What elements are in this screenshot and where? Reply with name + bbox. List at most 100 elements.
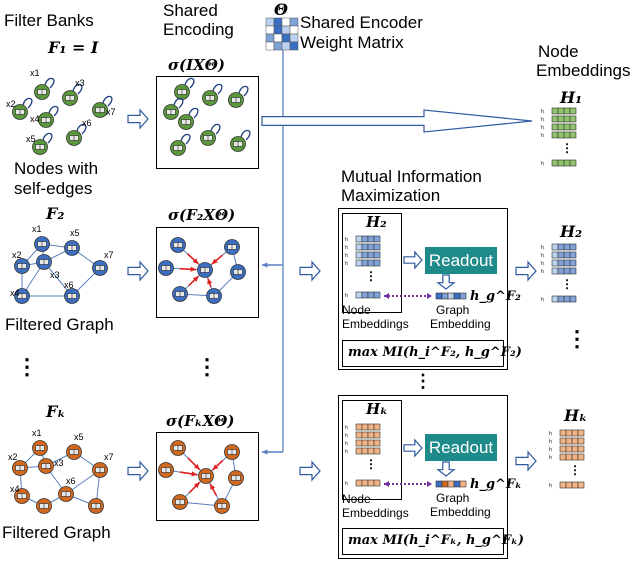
embedding-dots: ⋮ xyxy=(365,457,377,471)
mi-arrowhead xyxy=(427,481,432,487)
blue-node xyxy=(172,286,188,302)
green-node xyxy=(170,140,186,156)
embedding-cell xyxy=(441,480,449,488)
message-arrowhead xyxy=(193,463,200,470)
embedding-cell xyxy=(361,235,369,243)
embedding-cell xyxy=(367,479,375,487)
embedding-row-label: h xyxy=(549,447,552,453)
weight-cell xyxy=(281,17,291,27)
blue-node xyxy=(64,240,80,256)
embedding-cell xyxy=(569,115,577,123)
embedding-cell xyxy=(361,251,369,259)
embedding-cell xyxy=(577,481,585,489)
embedding-cell xyxy=(361,291,369,299)
message-arrowhead xyxy=(262,262,268,268)
embedding-cell xyxy=(569,123,577,131)
node-emb-caption-2-line2: Embeddings xyxy=(342,317,409,331)
message-arrowhead xyxy=(192,276,199,282)
weight-cell xyxy=(281,33,291,43)
embedding-cell xyxy=(563,243,571,251)
self-edge xyxy=(238,85,249,97)
embedding-cell xyxy=(569,243,577,251)
embedding-cell xyxy=(459,480,467,488)
embedding-cell xyxy=(577,437,585,445)
embedding-cell xyxy=(563,107,571,115)
node-label-x2: x2 xyxy=(6,99,16,109)
node-label-x7: x7 xyxy=(104,250,114,260)
emb-to-readout-arrow-2 xyxy=(403,250,423,270)
orange-node xyxy=(32,440,48,456)
graph-emb-caption-2-line1: Graph xyxy=(436,303,470,317)
nodes-caption-line1: Nodes with xyxy=(14,159,99,178)
self-edge xyxy=(76,123,87,135)
orange-node xyxy=(228,470,244,486)
orange-node xyxy=(14,488,30,504)
embedding-cell xyxy=(447,292,455,300)
orange-node xyxy=(58,486,74,502)
encoding1-to-h1-arrow xyxy=(261,109,533,133)
blue-node xyxy=(158,260,174,276)
filter-banks-header: Filter Banks xyxy=(4,11,94,30)
embedding-cell xyxy=(367,243,375,251)
mim-h2-label: H₂ xyxy=(366,213,387,231)
mim-hk-label: Hₖ xyxy=(366,400,389,418)
embedding-row-label: h xyxy=(549,431,552,437)
green-node xyxy=(202,90,218,106)
embedding-cell xyxy=(557,267,565,275)
node-label-x6: x6 xyxy=(82,118,92,128)
green-node xyxy=(200,130,216,146)
message-arrowhead xyxy=(192,258,199,264)
embedding-cell xyxy=(447,480,455,488)
green-node xyxy=(228,92,244,108)
green-node xyxy=(38,112,54,128)
embedding-cell xyxy=(373,431,381,439)
filter-f1-label: F₁ = I xyxy=(48,38,99,57)
self-edge xyxy=(102,95,113,107)
embedding-cell xyxy=(577,429,585,437)
self-edge xyxy=(44,77,55,89)
encoding-box-k xyxy=(156,432,259,521)
blue-node xyxy=(206,288,222,304)
weight-cell xyxy=(281,25,291,35)
weight-cell xyxy=(273,17,283,27)
embedding-row-label: h xyxy=(345,293,348,299)
output-h1-label: H₁ xyxy=(560,88,583,107)
blue-node xyxy=(36,254,52,270)
message-arrowhead xyxy=(193,482,200,489)
green-node xyxy=(92,102,108,118)
mi-objective-2: max MI(h_i^F₂, h_g^F₂) xyxy=(348,345,522,360)
embedding-cell xyxy=(373,251,381,259)
filter-to-encoding-arrow-1 xyxy=(127,108,149,130)
embedding-cell xyxy=(559,429,567,437)
embedding-cell xyxy=(571,437,579,445)
embedding-row-label: h xyxy=(549,483,552,489)
node-label-x6: x6 xyxy=(66,476,76,486)
node-label-x3: x3 xyxy=(50,270,60,280)
node-label-x2: x2 xyxy=(8,452,18,462)
filter-fk-label: Fₖ xyxy=(46,402,66,421)
weight-cell xyxy=(265,17,275,27)
graph-embedding-symbol-2: h_g^F₂ xyxy=(470,289,521,304)
mim-header-line2: Maximization xyxy=(341,186,441,205)
weight-cell xyxy=(289,25,299,35)
self-edge xyxy=(240,129,251,141)
embedding-cell xyxy=(361,259,369,267)
node-label-x3: x3 xyxy=(54,458,64,468)
embedding-cell xyxy=(571,445,579,453)
embedding-cell xyxy=(367,439,375,447)
weight-matrix-label-line2: Weight Matrix xyxy=(300,33,404,52)
embedding-cell xyxy=(551,259,559,267)
embedding-cell xyxy=(373,259,381,267)
embedding-cell xyxy=(361,243,369,251)
embedding-row-label: h xyxy=(541,261,544,267)
embedding-cell xyxy=(361,423,369,431)
readout-down-arrow-k xyxy=(436,461,456,477)
orange-node xyxy=(214,498,230,514)
embedding-cell xyxy=(367,251,375,259)
embedding-cell xyxy=(569,295,577,303)
embedding-cell xyxy=(569,251,577,259)
